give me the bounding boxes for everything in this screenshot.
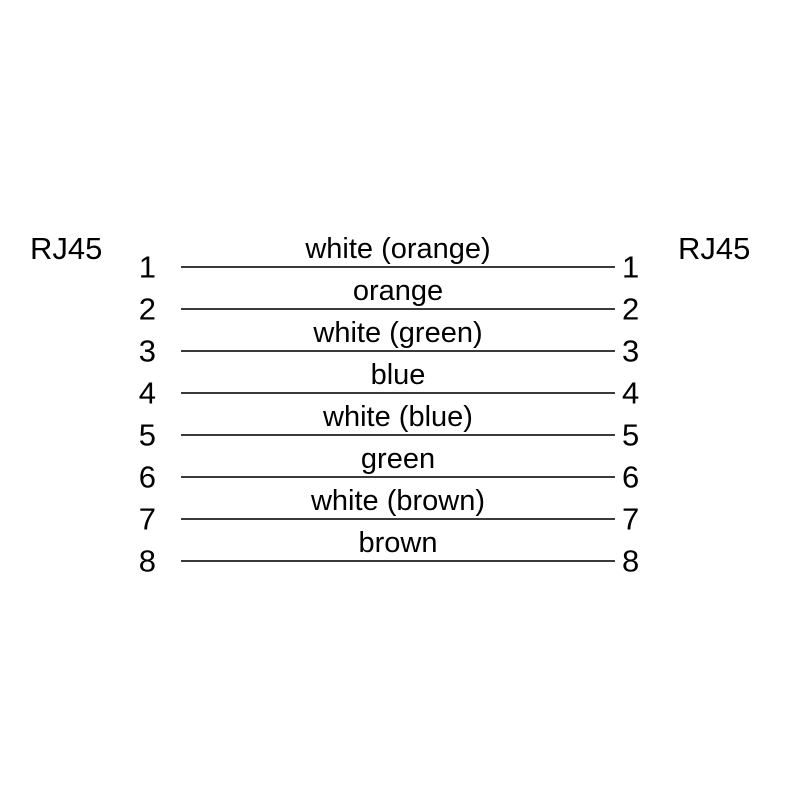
wire-label: blue xyxy=(370,359,426,391)
pin-number-left: 1 xyxy=(138,249,156,285)
pin-number-right: 4 xyxy=(622,375,640,411)
pin-number-left: 4 xyxy=(138,375,156,411)
wire-line xyxy=(181,476,615,478)
pin-number-left: 8 xyxy=(138,543,156,579)
pin-number-left: 7 xyxy=(138,501,156,537)
wire-line xyxy=(181,350,615,352)
connector-right-label: RJ45 xyxy=(678,231,751,266)
pin-number-left: 2 xyxy=(138,291,156,327)
pin-number-right: 8 xyxy=(622,543,640,579)
pin-number-right: 5 xyxy=(622,417,640,453)
wire-line xyxy=(181,266,615,268)
wire-line xyxy=(181,518,615,520)
wire-line xyxy=(181,434,615,436)
wire-label: white (blue) xyxy=(323,401,473,433)
wire-label: orange xyxy=(352,275,444,307)
wire-line xyxy=(181,560,615,562)
pin-number-left: 5 xyxy=(138,417,156,453)
pin-number-right: 2 xyxy=(622,291,640,327)
wire-label: green xyxy=(360,443,436,475)
wire-label: white (green) xyxy=(313,317,483,349)
pin-number-right: 1 xyxy=(622,249,640,285)
connector-left-label: RJ45 xyxy=(30,231,103,266)
pin-number-right: 6 xyxy=(622,459,640,495)
pin-number-left: 3 xyxy=(138,333,156,369)
wire-line xyxy=(181,308,615,310)
wire-line xyxy=(181,392,615,394)
wire-label: white (brown) xyxy=(310,485,486,517)
wire-label: white (orange) xyxy=(305,233,491,265)
pin-number-right: 7 xyxy=(622,501,640,537)
wire-label: brown xyxy=(358,527,438,559)
pin-number-left: 6 xyxy=(138,459,156,495)
pin-number-right: 3 xyxy=(622,333,640,369)
